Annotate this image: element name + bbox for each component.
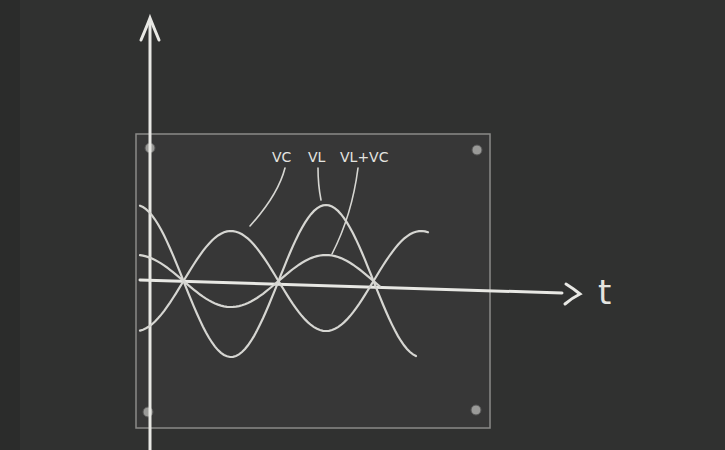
time-axis-arrow xyxy=(565,284,580,304)
vl-label: VL xyxy=(308,150,325,164)
sum-leader xyxy=(332,168,358,254)
vertical-axis xyxy=(149,22,152,450)
blackboard-panel xyxy=(20,0,725,450)
time-axis xyxy=(140,280,562,293)
time-axis-label: t xyxy=(598,275,611,309)
vc-leader xyxy=(250,168,285,226)
vl-curve xyxy=(140,205,416,357)
vc-curve xyxy=(140,231,428,331)
vc-label: VC xyxy=(272,150,291,164)
sum-curve xyxy=(140,255,380,307)
plate-screws xyxy=(143,143,482,417)
vl-plus-vc-label: VL+VC xyxy=(340,150,388,164)
leader-lines xyxy=(250,168,358,254)
vl-leader xyxy=(318,168,321,200)
vertical-axis-arrow xyxy=(141,18,159,40)
axes xyxy=(140,18,580,450)
